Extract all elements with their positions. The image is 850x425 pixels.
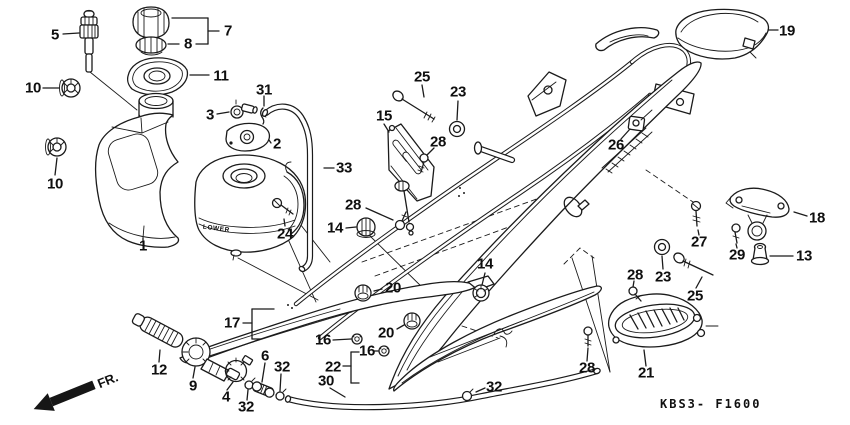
part-5-valve (79, 9, 138, 111)
callout-6: 6 (260, 347, 270, 365)
callout-16: 16 (314, 331, 332, 349)
callout-7: 7 (223, 22, 233, 40)
callout-5: 5 (50, 26, 60, 44)
grommet-20b (403, 312, 421, 330)
seat-hook-strip (595, 27, 660, 52)
vent-grille-21 (607, 293, 719, 348)
figure-code: KBS3- F1600 (660, 397, 762, 411)
fr-direction-arrow: FR. (33, 369, 120, 411)
part-4-clamp (224, 355, 254, 383)
callout-20: 20 (384, 279, 402, 297)
screw-29 (731, 223, 741, 244)
screw-28d (583, 326, 593, 347)
part-15-bracket (387, 123, 435, 236)
callout-3: 3 (205, 106, 215, 124)
callout-26: 26 (607, 136, 625, 154)
callout-22: 22 (324, 358, 342, 376)
part-12-hose (131, 313, 184, 348)
part-7-filler-cap (132, 6, 170, 39)
nut-16b (378, 345, 390, 357)
collar-23b (653, 238, 671, 256)
callout-10: 10 (24, 79, 42, 97)
callout-32: 32 (485, 378, 503, 396)
part-10-grommet-lower (45, 137, 67, 157)
callout-12: 12 (150, 361, 168, 379)
part-1-oil-tank (94, 92, 180, 248)
clip-32b (275, 388, 287, 401)
rear-frame-rails (293, 27, 695, 341)
callout-25: 25 (413, 68, 431, 86)
callout-23: 23 (654, 268, 672, 286)
callout-19: 19 (778, 22, 796, 40)
part-11-cap-gasket (126, 57, 189, 96)
decal-stripe (601, 127, 653, 174)
callout-1: 1 (138, 237, 148, 255)
callout-29: 29 (728, 246, 746, 264)
callout-14: 14 (326, 219, 344, 237)
bracket-18 (725, 187, 790, 241)
screw-28b (394, 211, 408, 231)
callout-28: 28 (578, 359, 596, 377)
rubber-mount-13 (750, 242, 770, 266)
oil-tank-assembly: LOWER (45, 6, 307, 261)
callout-20: 20 (377, 324, 395, 342)
grommet-14b (472, 284, 490, 302)
tube-33 (261, 103, 314, 273)
callout-18: 18 (808, 209, 826, 227)
callout-28: 28 (429, 133, 447, 151)
collar-23a (448, 120, 466, 138)
callout-23: 23 (449, 83, 467, 101)
grommet-20a (354, 284, 372, 302)
part-8-cap-ring (135, 36, 167, 56)
callout-11: 11 (213, 67, 229, 85)
part-9-valve (181, 337, 241, 382)
callout-4: 4 (221, 388, 231, 406)
reserve-tank: LOWER (194, 154, 307, 261)
tail-cover-19 (675, 8, 770, 60)
callout-24: 24 (276, 225, 294, 243)
callout-8: 8 (183, 35, 193, 53)
callout-27: 27 (690, 233, 708, 251)
callout-16: 16 (358, 342, 376, 360)
grommet-14a (356, 217, 376, 238)
callout-9: 9 (188, 377, 198, 395)
part-3-joint (230, 99, 258, 119)
bolt-25a (392, 90, 436, 123)
screw-27 (690, 200, 702, 227)
tank-lower-marking: LOWER (202, 224, 230, 234)
part-24-bolt (271, 197, 294, 216)
callout-14: 14 (476, 255, 494, 273)
part-6-joint (251, 381, 275, 398)
callout-30: 30 (317, 372, 335, 390)
callout-31: 31 (255, 81, 273, 99)
clip-32c (461, 388, 474, 402)
part-31-clip (260, 107, 267, 125)
rear-lower-cover (392, 285, 602, 392)
callout-17: 17 (223, 314, 241, 332)
frame-cross-pipe (473, 141, 516, 164)
screw-28a (417, 153, 429, 173)
part-10-grommet-upper (59, 78, 81, 98)
callout-13: 13 (795, 247, 813, 265)
callout-15: 15 (375, 107, 393, 125)
callout-21: 21 (637, 364, 655, 382)
callout-28: 28 (344, 196, 362, 214)
part-2-collar-plate (225, 122, 271, 152)
callout-33: 33 (335, 159, 353, 177)
callout-25: 25 (686, 287, 704, 305)
leader-lines (42, 17, 808, 401)
nut-16a (351, 333, 363, 345)
callout-28: 28 (626, 266, 644, 284)
callout-10: 10 (46, 175, 64, 193)
callout-32: 32 (237, 398, 255, 416)
callout-32: 32 (273, 358, 291, 376)
clip-nut-26 (627, 109, 653, 132)
callout-2: 2 (272, 135, 282, 153)
bolt-25b (673, 252, 714, 276)
fr-label: FR. (95, 369, 120, 391)
